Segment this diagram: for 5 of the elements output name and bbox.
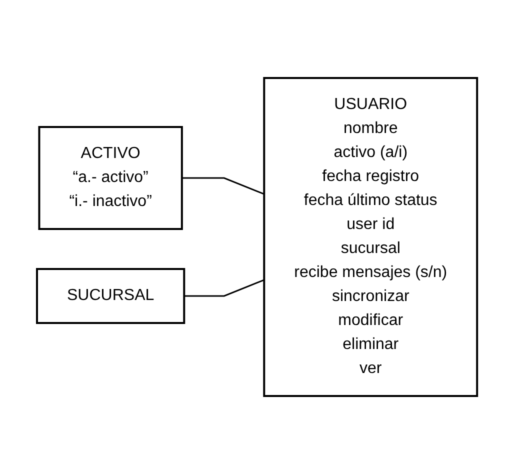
node-box: SUCURSAL xyxy=(36,268,186,324)
connector xyxy=(184,278,264,296)
node-box: USUARIO nombre activo (a/i) fecha registro fecha último status user id sucursal recibe mensajes (s/n) sincronizar modificar eliminar ver xyxy=(263,76,478,396)
connector xyxy=(182,176,264,194)
node-box: ACTIVO “a.- activo” “i.- inactivo” xyxy=(38,126,183,230)
